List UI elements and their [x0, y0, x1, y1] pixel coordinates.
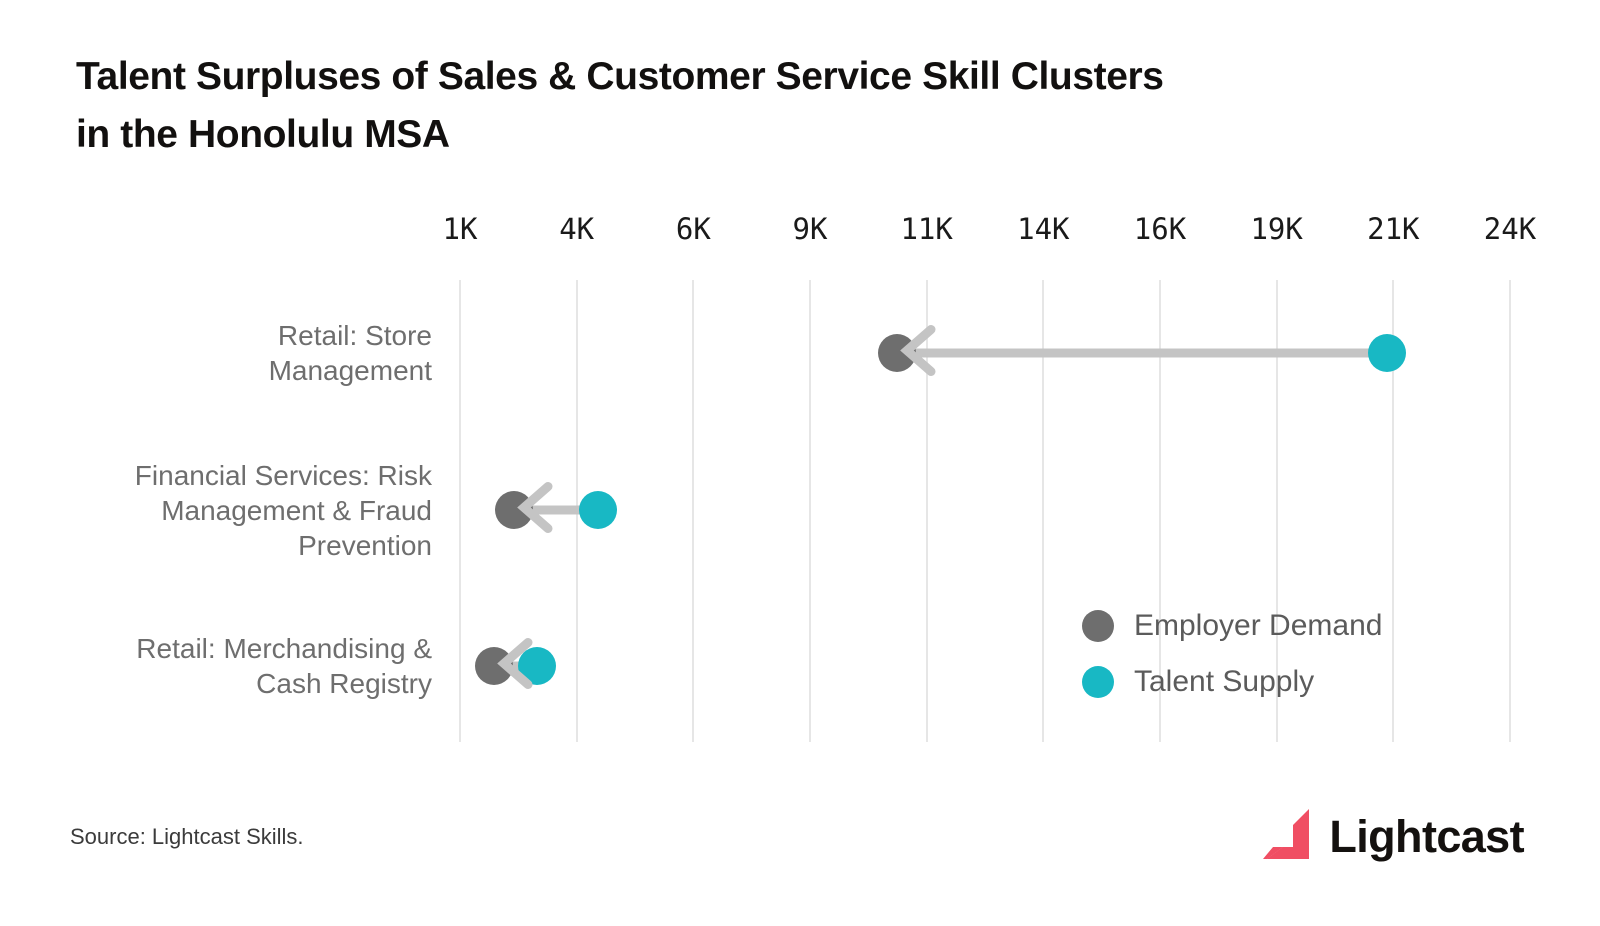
x-tick-label: 4K — [559, 212, 595, 246]
gridline — [1392, 280, 1395, 742]
circle-icon-employer-demand — [1082, 610, 1114, 642]
legend-label-talent-supply: Talent Supply — [1134, 665, 1315, 698]
legend-label-employer-demand: Employer Demand — [1134, 609, 1383, 642]
gap-connector-line — [494, 661, 537, 671]
y-axis-category-label: Retail: Store Management — [268, 320, 432, 386]
gap-connector-line — [897, 348, 1387, 358]
lightcast-mark-icon — [1263, 807, 1315, 866]
gridline — [1042, 280, 1045, 742]
x-tick-label: 19K — [1250, 212, 1303, 246]
chart-legend: Employer Demand Talent Supply — [1082, 598, 1382, 710]
source-note: Source: Lightcast Skills. — [70, 824, 304, 849]
x-tick-label: 21K — [1367, 212, 1420, 246]
gridline — [459, 280, 461, 742]
lightcast-logo: Lightcast — [1263, 806, 1525, 866]
gap-connector-line — [514, 505, 598, 515]
x-tick-label: 6K — [675, 212, 711, 246]
arrowhead-icon — [492, 637, 536, 696]
x-tick-label: 1K — [442, 212, 478, 246]
legend-item-employer-demand[interactable]: Employer Demand — [1082, 598, 1382, 654]
x-tick-label: 14K — [1017, 212, 1070, 246]
data-point-talent-supply[interactable] — [579, 491, 617, 529]
gridline — [1509, 280, 1511, 742]
gridline — [925, 280, 928, 742]
gridline — [1275, 280, 1278, 742]
y-axis-category-label: Financial Services: Risk Management & Fr… — [134, 459, 432, 561]
arrowhead-icon — [512, 481, 556, 540]
page-title: Talent Surpluses of Sales & Customer Ser… — [76, 55, 1164, 156]
x-tick-label: 11K — [900, 212, 953, 246]
arrowhead-icon — [895, 324, 939, 383]
x-tick-label: 24K — [1483, 212, 1537, 246]
gridline — [1159, 280, 1161, 742]
x-tick-label: 16K — [1133, 212, 1187, 246]
data-point-talent-supply[interactable] — [1368, 334, 1406, 372]
circle-icon-talent-supply — [1082, 666, 1114, 698]
gridline — [809, 280, 811, 742]
x-tick-label: 9K — [792, 212, 828, 246]
gridline — [692, 280, 695, 742]
legend-item-talent-supply[interactable]: Talent Supply — [1082, 654, 1382, 710]
lightcast-wordmark: Lightcast — [1329, 810, 1524, 862]
y-axis-category-label: Retail: Merchandising & Cash Registry — [136, 633, 432, 699]
